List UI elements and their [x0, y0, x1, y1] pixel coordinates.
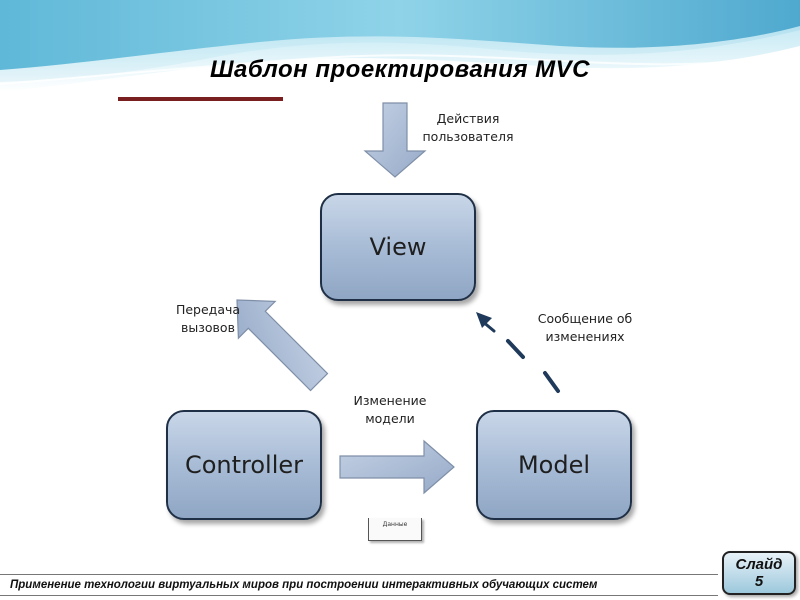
label-model-change: Изменение модели [353, 393, 427, 426]
mvc-diagram: Действия пользователя Передача вызовов С… [78, 101, 752, 541]
footer-bar: Применение технологии виртуальных миров … [0, 574, 718, 596]
slide-number-badge: Слайд 5 [722, 551, 796, 595]
node-model: Model [476, 410, 632, 520]
label-notify: Сообщение об изменениях [537, 311, 633, 344]
footer-text: Применение технологии виртуальных миров … [10, 579, 598, 591]
arrow-view-to-controller [236, 299, 329, 392]
node-controller: Controller [166, 410, 322, 520]
arrow-user-actions [363, 102, 427, 178]
node-view: View [320, 193, 476, 301]
label-user-actions: Действия пользователя [422, 111, 514, 144]
slide-number-text: Слайд 5 [735, 556, 783, 590]
label-calls: Передача вызовов [175, 302, 241, 335]
slide-title: Шаблон проектирования MVC [210, 56, 590, 83]
arrow-model-to-view-notify [476, 312, 560, 393]
header-wave-decoration [0, 0, 800, 92]
image-edge-strip [118, 97, 283, 101]
arrow-controller-to-model [339, 439, 455, 495]
diagram-arrows [236, 102, 560, 495]
document-tab: Данные [368, 518, 422, 541]
